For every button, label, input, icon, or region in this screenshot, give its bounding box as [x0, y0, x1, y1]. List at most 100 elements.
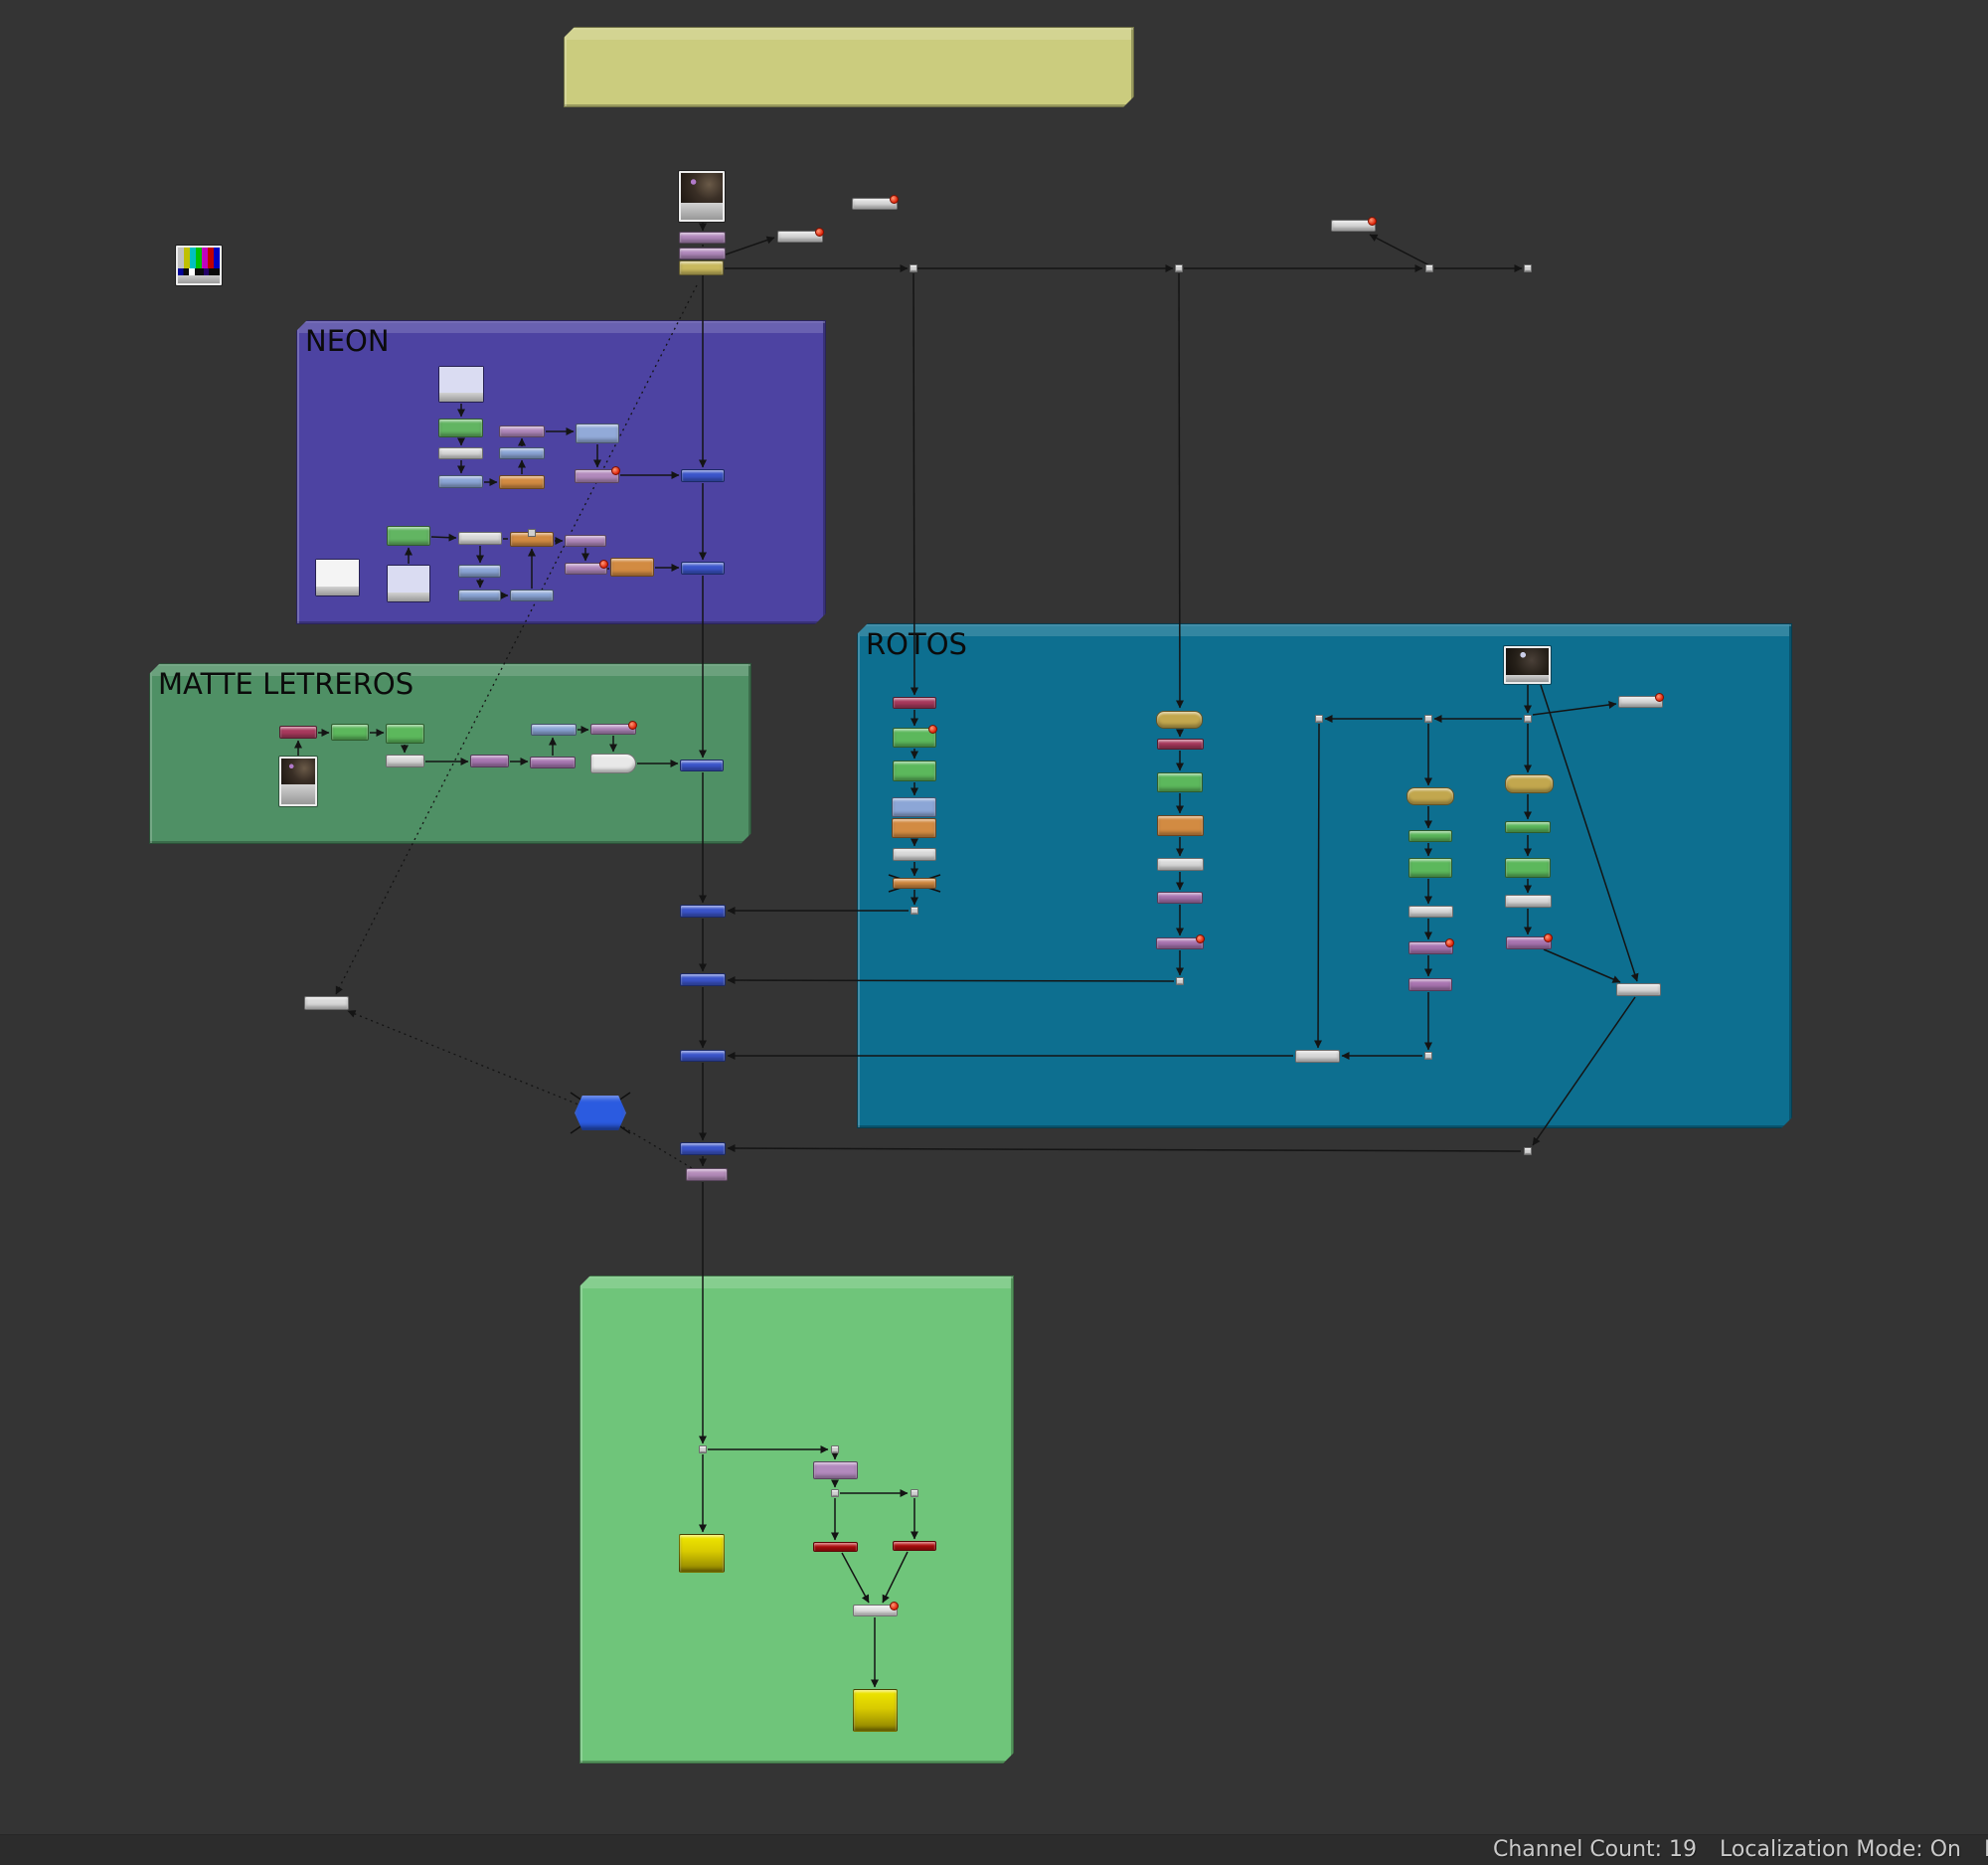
node-neon-orange-2[interactable]: [510, 529, 554, 547]
node-neon-green-1[interactable]: [438, 419, 483, 437]
dot-node-rotos-dot-out[interactable]: [1524, 1147, 1532, 1155]
node-neon-mauve-2[interactable]: [575, 466, 620, 483]
node-rotos-read[interactable]: [1504, 646, 1551, 684]
node-top-gray-2[interactable]: [852, 195, 899, 210]
node-neon-orange-3[interactable]: [610, 558, 654, 577]
node-rotos-c3-white[interactable]: [1408, 906, 1453, 918]
dot-node-rotos-dot-3[interactable]: [1424, 715, 1432, 723]
backdrop-rotos[interactable]: ROTOS: [857, 623, 1792, 1128]
node-neon-merge-2[interactable]: [681, 562, 725, 575]
node-matte-read[interactable]: [279, 757, 317, 806]
node-matte-mauve[interactable]: [590, 721, 637, 735]
node-rotos-c1-crimson[interactable]: [893, 697, 936, 709]
node-rotos-c1-blue[interactable]: [892, 797, 936, 817]
dot-node-out-dot-2[interactable]: [831, 1445, 839, 1453]
node-spine-merge-2[interactable]: [680, 973, 726, 986]
node-out-white[interactable]: [853, 1602, 899, 1616]
node-matte-crimson[interactable]: [279, 726, 317, 739]
node-rotos-c2-purple-2[interactable]: [1156, 934, 1205, 949]
node-rotos-c1-orange-x[interactable]: [893, 878, 936, 889]
node-neon-merge-1[interactable]: [681, 469, 725, 482]
node-neon-orange-1[interactable]: [499, 475, 545, 489]
node-rotos-white-a[interactable]: [1618, 693, 1664, 708]
node-spine-merge-4[interactable]: [680, 1142, 726, 1155]
node-rotos-c3-purple-2[interactable]: [1408, 978, 1452, 991]
dot-node-dot-top-2[interactable]: [1175, 264, 1183, 272]
dot-node-dot-top-1[interactable]: [910, 264, 917, 272]
backdrop-banner[interactable]: [564, 27, 1134, 107]
node-rotos-c2-green[interactable]: [1157, 772, 1203, 792]
node-rotos-white-c[interactable]: [1295, 1050, 1340, 1063]
node-rotos-white-b[interactable]: [1616, 983, 1661, 996]
node-rotos-c1-orange[interactable]: [892, 818, 936, 838]
node-rotos-c4-green-2[interactable]: [1505, 858, 1551, 878]
node-rotos-c4-white[interactable]: [1505, 895, 1552, 908]
node-out-purple[interactable]: [813, 1461, 858, 1479]
dot-node-rotos-dot-4[interactable]: [1424, 1052, 1432, 1060]
node-rotos-c2-gold[interactable]: [1156, 711, 1203, 729]
node-top-purple-1[interactable]: [679, 232, 726, 244]
node-rotos-c1-green-2[interactable]: [893, 761, 936, 781]
node-matte-green-1[interactable]: [331, 724, 369, 741]
node-rotos-c4-gold[interactable]: [1505, 774, 1554, 793]
node-neon-blue-5[interactable]: [510, 590, 554, 601]
dot-node-out-dot-1[interactable]: [699, 1445, 707, 1453]
backdrop-header-matte-letreros[interactable]: [152, 666, 748, 676]
node-rotos-c2-orange[interactable]: [1157, 815, 1204, 836]
node-neon-gray-1[interactable]: [438, 447, 483, 459]
backdrop-header-neon[interactable]: [299, 323, 823, 333]
backdrop-matte-letreros[interactable]: MATTE LETREROS: [149, 663, 751, 844]
node-rotos-c2-crimson[interactable]: [1157, 739, 1204, 750]
node-neon-const-1[interactable]: [438, 366, 484, 403]
node-out-red-2[interactable]: [893, 1541, 936, 1551]
node-neon-blue-1[interactable]: [438, 475, 483, 488]
node-read-main[interactable]: [679, 171, 725, 222]
node-colorbars[interactable]: [176, 246, 222, 285]
node-neon-green-2[interactable]: [387, 526, 430, 546]
backdrop-neon[interactable]: NEON: [296, 320, 826, 624]
dot-node-dot-top-4[interactable]: [1524, 264, 1532, 272]
node-out-red-1[interactable]: [813, 1542, 858, 1552]
node-neon-mauve-3[interactable]: [565, 535, 606, 547]
node-rotos-c3-purple-1[interactable]: [1408, 938, 1454, 954]
dot-node-rotos-dot-5[interactable]: [1524, 715, 1532, 723]
node-rotos-c3-gold[interactable]: [1407, 787, 1454, 805]
dot-node-rotos-dot-left[interactable]: [1315, 715, 1323, 723]
node-spine-merge-3[interactable]: [680, 1050, 726, 1062]
node-neon-mauve-1[interactable]: [499, 425, 545, 437]
node-neon-gray-2[interactable]: [458, 532, 502, 545]
node-rotos-c1-green-1[interactable]: [893, 725, 937, 748]
dot-node-rotos-dot-2[interactable]: [1176, 977, 1184, 985]
node-rotos-c3-green-1[interactable]: [1408, 830, 1452, 842]
node-rotos-c3-green-2[interactable]: [1408, 858, 1452, 878]
node-matte-merge[interactable]: [680, 760, 724, 771]
node-top-yellow[interactable]: [679, 260, 724, 275]
node-neon-blue-3[interactable]: [458, 565, 501, 578]
node-neon-blue-4[interactable]: [458, 590, 501, 601]
node-spine-merge-1[interactable]: [680, 905, 726, 918]
node-matte-green-2[interactable]: [386, 724, 424, 744]
node-out-write-2[interactable]: [853, 1689, 898, 1732]
node-matte-gray[interactable]: [386, 755, 424, 767]
node-matte-purple-2[interactable]: [530, 757, 576, 768]
dot-node-rotos-dot-1[interactable]: [911, 907, 918, 915]
node-rotos-c4-purple[interactable]: [1506, 933, 1553, 949]
node-top-white-right[interactable]: [1331, 217, 1377, 232]
node-spine-mauve[interactable]: [686, 1168, 728, 1181]
node-rotos-c2-purple-1[interactable]: [1157, 892, 1203, 904]
node-top-purple-2[interactable]: [679, 248, 726, 259]
backdrop-output-group[interactable]: [580, 1275, 1014, 1764]
backdrop-header-banner[interactable]: [567, 30, 1131, 40]
node-neon-const-2[interactable]: [387, 565, 430, 602]
node-out-write-1[interactable]: [679, 1534, 725, 1573]
node-white-target[interactable]: [304, 996, 349, 1010]
node-top-gray-1[interactable]: [777, 228, 824, 243]
node-rotos-c2-white[interactable]: [1157, 858, 1204, 871]
backdrop-header-output-group[interactable]: [582, 1278, 1011, 1288]
node-merge-disabled[interactable]: [575, 1096, 626, 1130]
node-neon-white-sq[interactable]: [315, 559, 360, 596]
node-neon-bigblue[interactable]: [576, 424, 619, 443]
node-rotos-c1-white[interactable]: [893, 848, 936, 861]
node-matte-white[interactable]: [590, 754, 636, 773]
